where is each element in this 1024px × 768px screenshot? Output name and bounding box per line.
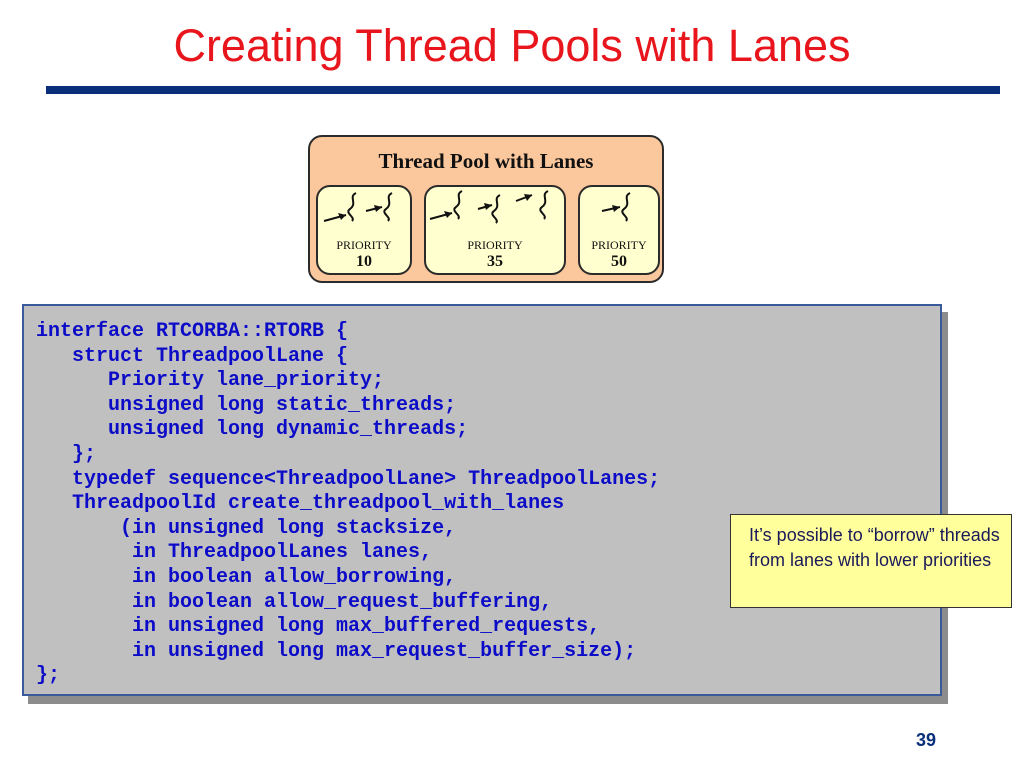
thread-squiggle xyxy=(383,192,393,222)
lane-priority-10: PRIORITY 10 xyxy=(316,185,412,275)
arrow-head xyxy=(374,205,382,212)
idl-code: interface RTCORBA::RTORB { struct Thread… xyxy=(36,320,660,689)
lane-priority-label: PRIORITY xyxy=(336,238,392,252)
code-line: in unsigned long max_buffered_requests, xyxy=(36,615,601,639)
code-line: in unsigned long max_request_buffer_size… xyxy=(36,639,637,663)
thread-squiggle xyxy=(453,190,463,220)
title-rule xyxy=(46,86,1000,94)
arrow-head xyxy=(338,213,346,220)
code-line: interface RTCORBA::RTORB { xyxy=(36,320,349,343)
pool-title: Thread Pool with Lanes xyxy=(378,149,594,173)
arrow-head xyxy=(444,211,452,218)
code-line: in ThreadpoolLanes lanes, xyxy=(36,541,433,565)
borrowing-callout: It’s possible to “borrow” threads from l… xyxy=(730,514,1012,608)
lane-priority-label: PRIORITY xyxy=(591,238,647,252)
code-line: }; xyxy=(36,442,97,466)
code-line: }; xyxy=(36,664,61,688)
thread-icons xyxy=(601,192,631,222)
code-box: interface RTCORBA::RTORB { struct Thread… xyxy=(22,304,942,696)
lane-priority-value: 10 xyxy=(356,253,372,270)
code-line: (in unsigned long stacksize, xyxy=(36,516,457,540)
arrow-head xyxy=(612,205,620,212)
code-line: in boolean allow_request_buffering, xyxy=(36,590,553,614)
arrow-head xyxy=(524,194,532,201)
thread-squiggle xyxy=(491,194,501,224)
lane-priority-label: PRIORITY xyxy=(467,238,523,252)
lane-priority-50: PRIORITY 50 xyxy=(578,185,660,275)
code-line: unsigned long static_threads; xyxy=(36,393,457,417)
thread-squiggle xyxy=(539,190,549,220)
slide-title: Creating Thread Pools with Lanes xyxy=(173,20,851,71)
thread-icons xyxy=(429,190,549,224)
thread-icons xyxy=(323,192,393,222)
thread-squiggle xyxy=(621,192,631,222)
code-line: typedef sequence<ThreadpoolLane> Threadp… xyxy=(36,467,661,491)
lane-priority-value: 50 xyxy=(611,253,627,270)
code-line: in boolean allow_borrowing, xyxy=(36,565,457,589)
code-line: unsigned long dynamic_threads; xyxy=(36,418,469,442)
arrow-head xyxy=(484,203,492,210)
page-number: 39 xyxy=(916,730,937,750)
lane-priority-35: PRIORITY 35 xyxy=(424,185,566,275)
code-line: ThreadpoolId create_threadpool_with_lane… xyxy=(36,492,565,516)
thread-pool-diagram: Thread Pool with Lanes PRIORITY 10 xyxy=(308,135,664,283)
code-line: struct ThreadpoolLane { xyxy=(36,344,349,368)
code-line: Priority lane_priority; xyxy=(36,369,385,393)
thread-squiggle xyxy=(347,192,357,222)
lane-priority-value: 35 xyxy=(487,253,503,270)
